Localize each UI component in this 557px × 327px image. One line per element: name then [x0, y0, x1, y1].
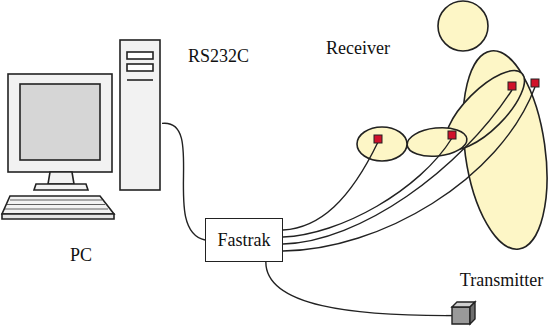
- transmitter-unit: Transmitter: [446, 270, 557, 327]
- receiver-sensor: [374, 79, 539, 143]
- transmitter-cube: [452, 302, 475, 324]
- receiver-cable: [283, 87, 535, 251]
- pc-computer: PC: [0, 36, 162, 266]
- process-box: Fastrak: [205, 218, 283, 262]
- cable: [162, 123, 205, 240]
- pc-tower: [120, 40, 160, 190]
- cable: [266, 262, 446, 316]
- pc-keyboard: [2, 196, 114, 219]
- part-label: Receiver: [324, 38, 392, 59]
- pc-monitor: [8, 74, 112, 190]
- node-label: Transmitter: [460, 270, 543, 291]
- cable-lead: [446, 315, 452, 316]
- edge-label: RS232C: [186, 46, 251, 67]
- node-label: Fastrak: [218, 230, 271, 251]
- node-label: PC: [70, 245, 92, 266]
